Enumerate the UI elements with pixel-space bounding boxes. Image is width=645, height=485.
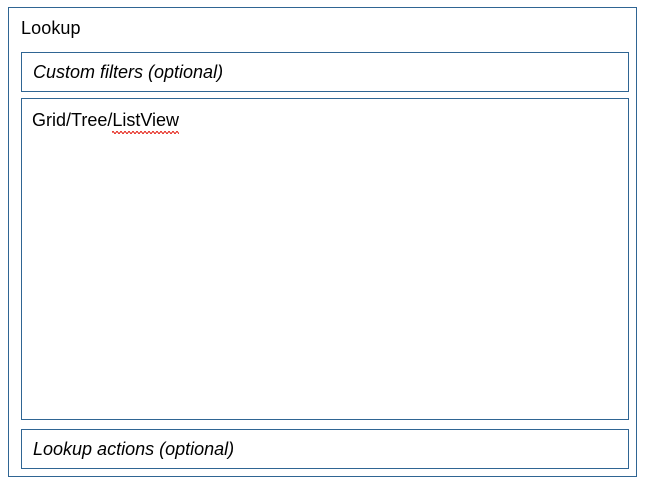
custom-filters-label: Custom filters (optional) — [33, 62, 224, 82]
lookup-actions-label: Lookup actions (optional) — [33, 439, 235, 459]
page-title: Lookup — [21, 18, 81, 38]
grid-tree-listview-label: Grid/Tree/ListView — [32, 109, 180, 134]
grid-label-misspelled-word: ListView — [112, 110, 180, 134]
custom-filters-region[interactable]: Custom filters (optional) — [21, 52, 629, 92]
lookup-actions-region[interactable]: Lookup actions (optional) — [21, 429, 629, 469]
grid-tree-listview-region[interactable]: Grid/Tree/ListView — [21, 98, 629, 420]
grid-label-prefix: Grid/Tree/ — [32, 110, 113, 130]
lookup-panel: Lookup Custom filters (optional) Grid/Tr… — [8, 7, 637, 477]
